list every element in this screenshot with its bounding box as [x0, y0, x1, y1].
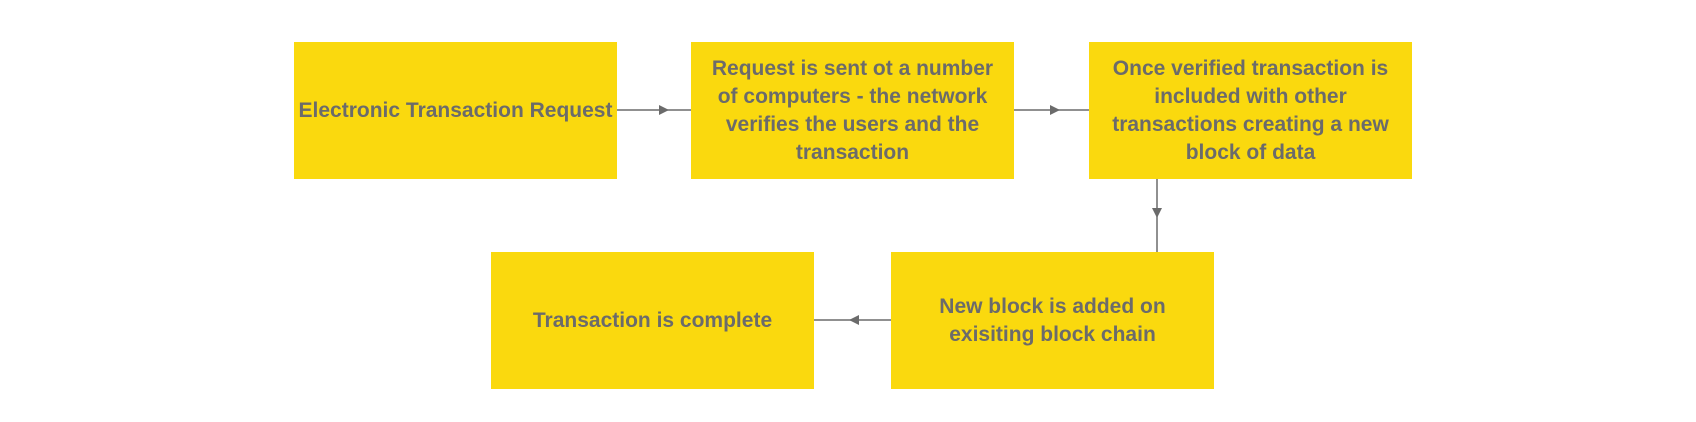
node-block-added-to-chain: New block is added on exisiting block ch… [891, 252, 1214, 389]
node-label: New block is added on exisiting block ch… [939, 294, 1166, 346]
node-transaction-complete: Transaction is complete [491, 252, 814, 389]
node-new-block-creation: Once verified transaction is included wi… [1089, 42, 1412, 179]
node-label: Electronic Transaction Request [298, 98, 613, 122]
node-label: Request is sent ot a number of computers… [711, 56, 994, 164]
node-electronic-transaction-request: Electronic Transaction Request [294, 42, 617, 179]
arrowhead-left-icon [849, 315, 859, 325]
node-label: Transaction is complete [532, 308, 773, 332]
node-network-verification: Request is sent ot a number of computers… [691, 42, 1014, 179]
connector-n4-n5 [814, 315, 891, 325]
arrowhead-down-icon [1152, 208, 1162, 218]
arrowhead-right-icon [1050, 105, 1060, 115]
connector-n1-n2 [617, 105, 691, 115]
arrowhead-right-icon [659, 105, 669, 115]
node-label: Once verified transaction is included wi… [1112, 56, 1389, 164]
connector-n2-n3 [1014, 105, 1089, 115]
connector-n3-n4 [1152, 179, 1162, 252]
